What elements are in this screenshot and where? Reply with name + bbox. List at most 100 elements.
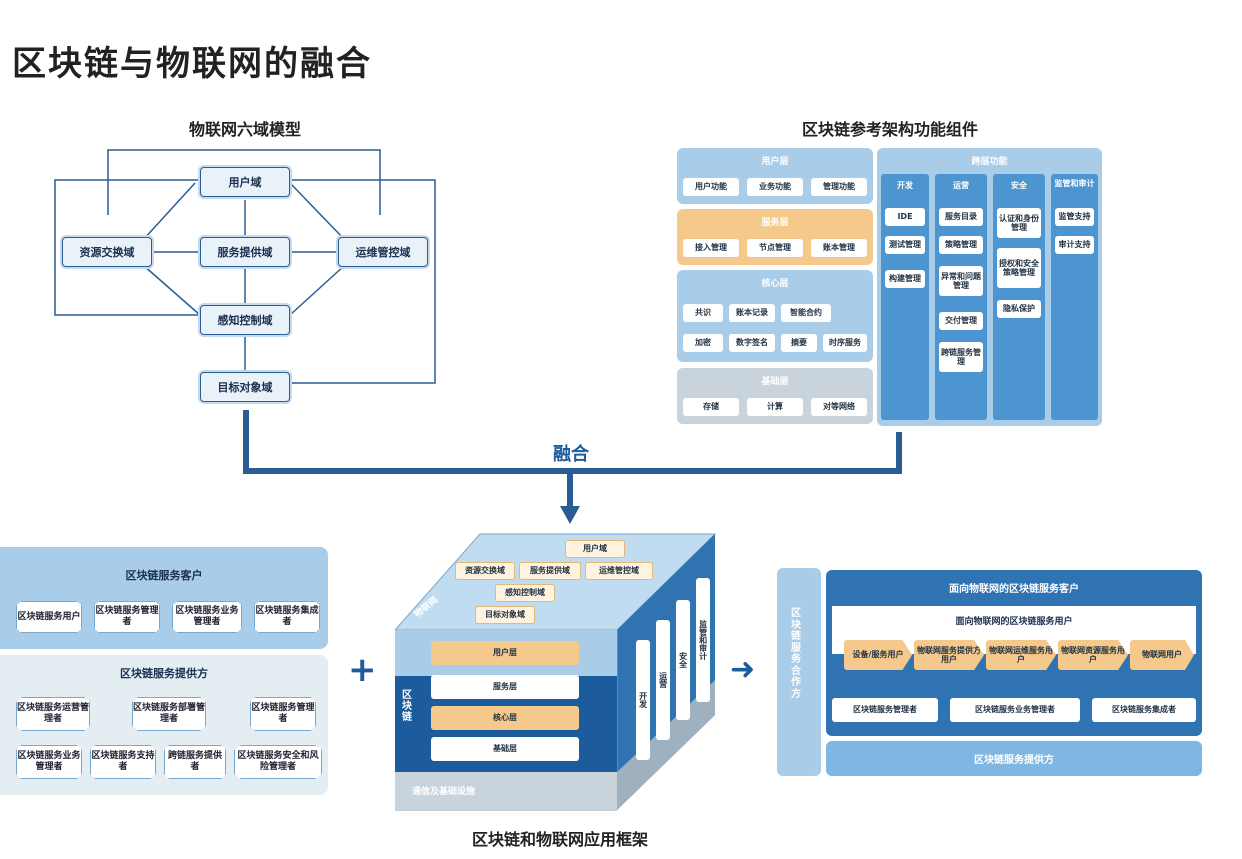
cross-item: 监管支持: [1055, 208, 1094, 226]
cube-side-item: 开发: [636, 640, 650, 760]
arch-core-layer-title: 核心层: [761, 279, 789, 289]
customer-title: 区块链服务客户: [125, 569, 203, 582]
cube-side-item: 监管和审计: [696, 578, 710, 702]
cube-top-item: 感知控制域: [495, 584, 555, 602]
arch-core-item: 共识: [683, 304, 723, 322]
cross-item: 异常和问题管理: [939, 266, 983, 296]
cube-top-item: 运维管控域: [585, 562, 653, 580]
arch-core-item: 加密: [683, 334, 723, 352]
cross-item: 隐私保护: [997, 300, 1041, 318]
provider-role: 区块链服务运营管理者: [16, 697, 90, 731]
cross-item: 交付管理: [939, 312, 983, 330]
customer-role: 区块链服务业务管理者: [172, 601, 242, 633]
provider-panel: 区块链服务提供方 区块链服务运营管理者 区块链服务部署管理者 区块链服务管理者 …: [0, 655, 328, 795]
cross-col-audit: 监管和审计 监管支持 审计支持: [1051, 174, 1098, 420]
iot-customer-title: 面向物联网的区块链服务客户: [949, 584, 1079, 595]
arch-user-layer-title: 用户层: [761, 157, 789, 167]
provider-role: 区块链服务业务管理者: [16, 745, 82, 779]
iot-user-role: 物联网用户: [1130, 640, 1194, 670]
cross-item: 构建管理: [885, 270, 925, 288]
cross-item: 策略管理: [939, 236, 983, 254]
iot-manager-role: 区块链服务管理者: [832, 698, 938, 722]
cube-layer: 核心层: [431, 706, 579, 730]
node-ops-domain: 运维管控域: [338, 237, 428, 267]
customer-role: 区块链服务用户: [16, 601, 82, 633]
arch-base-item: 对等网络: [811, 398, 867, 416]
provider-role: 区块链服务安全和风险管理者: [234, 745, 322, 779]
iot-manager-role: 区块链服务业务管理者: [950, 698, 1080, 722]
partner-label: 区块链服务合作方: [791, 608, 801, 700]
cube-side-item: 运营: [656, 620, 670, 740]
arch-user-layer: 用户层 用户功能 业务功能 管理功能: [677, 148, 873, 204]
arch-service-layer-title: 服务层: [761, 218, 789, 228]
merge-line-right: [896, 432, 902, 474]
cross-item: 测试管理: [885, 236, 925, 254]
cube-bottom-label: 通信及基础设施: [412, 787, 476, 797]
arch-core-item: 时序服务: [823, 334, 867, 352]
merge-line-horizontal: [243, 468, 902, 474]
arch-title: 区块链参考架构功能组件: [801, 120, 978, 139]
customer-role: 区块链服务管理者: [94, 601, 160, 633]
cross-col-title: 安全: [1011, 181, 1027, 190]
cross-col-dev: 开发 IDE 测试管理 构建管理: [881, 174, 929, 420]
cross-item: 认证和身份管理: [997, 208, 1041, 238]
node-sensing-domain: 感知控制域: [200, 305, 290, 335]
arch-user-item: 管理功能: [811, 178, 867, 196]
provider-bar: 区块链服务提供方: [826, 741, 1202, 776]
arch-service-layer: 服务层 接入管理 节点管理 账本管理: [677, 209, 873, 265]
merge-line-left: [243, 410, 249, 474]
provider-role: 跨链服务提供者: [164, 745, 226, 779]
node-resource-domain: 资源交换域: [62, 237, 152, 267]
customer-panel: 区块链服务客户 区块链服务用户 区块链服务管理者 区块链服务业务管理者 区块链服…: [0, 547, 328, 649]
cross-item: 跨链服务管理: [939, 342, 983, 372]
iot-manager-role: 区块链服务集成者: [1092, 698, 1196, 722]
iot-user-role: 物联网运维服务用户: [986, 640, 1056, 670]
cube-side-item: 安全: [676, 600, 690, 720]
arch-core-item: 摘要: [781, 334, 817, 352]
cube-top-item: 资源交换域: [455, 562, 515, 580]
right-arrow: ➜: [730, 652, 756, 687]
arch-base-layer: 基础层 存储 计算 对等网络: [677, 368, 873, 424]
arch-cross-title: 跨层功能: [971, 157, 1008, 167]
arch-service-item: 接入管理: [683, 239, 739, 257]
iot-model-title: 物联网六域模型: [188, 120, 301, 139]
arch-base-item: 计算: [747, 398, 803, 416]
node-target-domain: 目标对象域: [200, 372, 290, 402]
cross-col-ops: 运营 服务目录 策略管理 异常和问题管理 交付管理 跨链服务管理: [935, 174, 987, 420]
cube-caption: 区块链和物联网应用框架: [471, 830, 648, 849]
cross-col-security: 安全 认证和身份管理 授权和安全策略管理 隐私保护: [993, 174, 1045, 420]
arch-user-item: 用户功能: [683, 178, 739, 196]
cube-blockchain-label: 区块链: [402, 690, 412, 723]
arch-base-layer-title: 基础层: [761, 377, 789, 387]
cross-col-title: 开发: [897, 181, 913, 190]
cross-col-title: 运营: [953, 181, 969, 190]
cross-item: 审计支持: [1055, 236, 1094, 254]
iot-users-title: 面向物联网的区块链服务用户: [955, 617, 1073, 627]
arch-user-item: 业务功能: [747, 178, 803, 196]
arch-service-item: 账本管理: [811, 239, 867, 257]
arch-core-item: 数字签名: [729, 334, 775, 352]
provider-role: 区块链服务部署管理者: [132, 697, 206, 731]
cube-layer: 用户层: [431, 641, 579, 665]
customer-role: 区块链服务集成者: [254, 601, 320, 633]
merge-line-down: [567, 474, 573, 510]
node-user-domain: 用户域: [200, 167, 290, 197]
cross-item: 授权和安全策略管理: [997, 248, 1041, 288]
cube-top-item: 服务提供域: [519, 562, 581, 580]
provider-role: 区块链服务支持者: [90, 745, 156, 779]
iot-user-role: 物联网资源服务用户: [1058, 640, 1128, 670]
cross-col-title: 监管和审计: [1054, 179, 1095, 188]
merge-label: 融合: [553, 444, 589, 465]
iot-customer-panel: 面向物联网的区块链服务客户 面向物联网的区块链服务用户 设备/服务用户 物联网服…: [826, 570, 1202, 736]
cube-layer: 服务层: [431, 675, 579, 699]
cube-top: 用户域 资源交换域 服务提供域 运维管控域 感知控制域 目标对象域: [455, 536, 653, 636]
provider-role: 区块链服务管理者: [250, 697, 316, 731]
iot-user-role: 物联网服务提供方用户: [914, 640, 984, 670]
iot-user-role: 设备/服务用户: [844, 640, 912, 670]
merge-arrow-head: [560, 506, 580, 524]
arch-base-item: 存储: [683, 398, 739, 416]
plus-sign: +: [348, 650, 377, 690]
cross-item: IDE: [885, 208, 925, 226]
page-title: 区块链与物联网的融合: [12, 44, 372, 84]
iot-model-connectors: [54, 149, 436, 384]
